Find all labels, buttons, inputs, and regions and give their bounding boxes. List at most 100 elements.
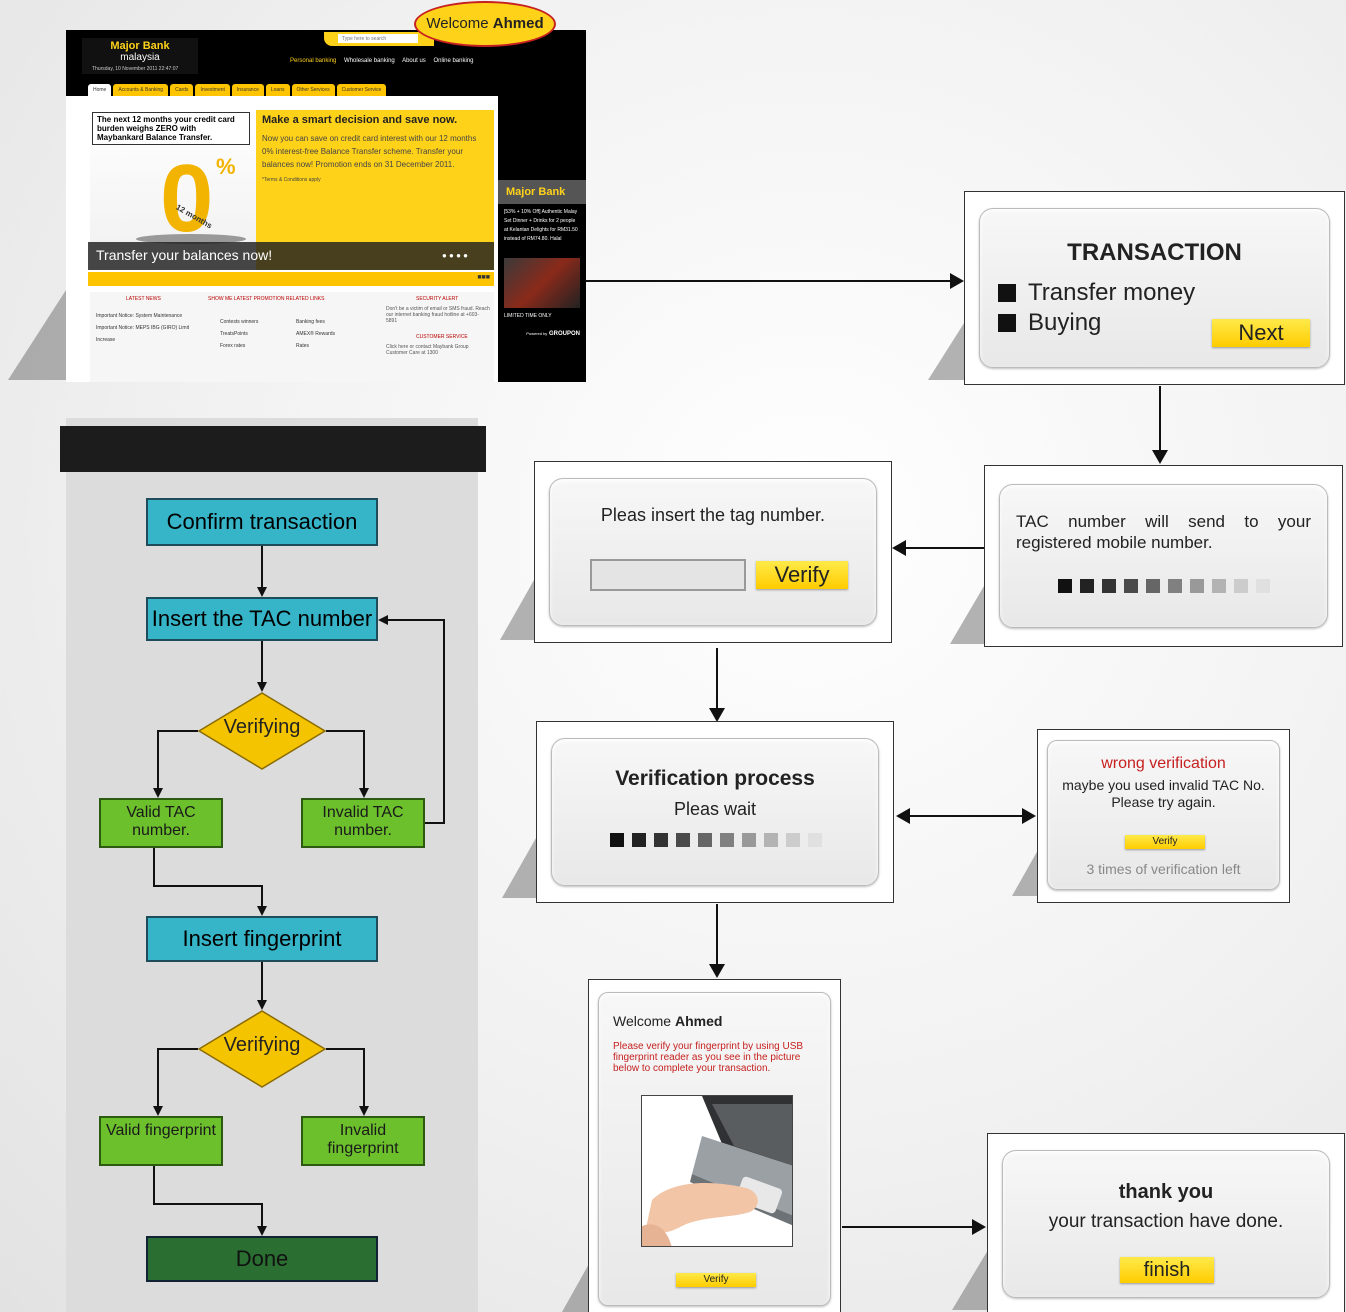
flow-done: Done	[146, 1236, 378, 1282]
news-item[interactable]: Important Notice: MEPS IBG (GIRO) Limit …	[96, 325, 190, 343]
transaction-title: TRANSACTION	[1067, 239, 1242, 266]
diamond-label: Verifying	[223, 716, 301, 738]
welcome-user-badge: Welcome Ahmed	[414, 1, 556, 47]
fingerprint-welcome: Welcome Ahmed	[613, 1013, 722, 1029]
promo-banner[interactable]: Transfer your balances now! ● ● ● ●	[88, 242, 494, 270]
verification-process-screen: Verification process Pleas wait	[536, 721, 894, 903]
arrow-head	[950, 273, 964, 289]
flow-valid-fingerprint: Valid fingerprint	[99, 1116, 223, 1166]
show-me-panel: SHOW ME LATEST PROMOTION RELATED LINKS C…	[208, 296, 374, 352]
option-label: Transfer money	[1028, 279, 1196, 306]
current-date: Thursday, 10 November 2011 22:47:07	[92, 66, 179, 72]
tab-home[interactable]: Home	[88, 84, 112, 96]
bottom-section: LATEST NEWS Important Notice: System Mai…	[90, 292, 494, 382]
logo-title: Major Bank	[110, 40, 170, 52]
tag-number-input[interactable]	[590, 559, 746, 591]
promo-heading: Make a smart decision and save now.	[262, 114, 458, 126]
welcome-prefix: Welcome	[426, 15, 493, 32]
groupon-text: GROUPON	[548, 331, 580, 337]
option-transfer-money[interactable]: Transfer money	[998, 279, 1195, 307]
link-contest-winners[interactable]: Contests winners	[220, 319, 259, 325]
fingerprint-reader-image	[641, 1095, 793, 1247]
finish-button[interactable]: finish	[1120, 1257, 1214, 1283]
promo-box-text: The next 12 months your credit card burd…	[92, 112, 250, 145]
flowchart-header-bar	[60, 426, 486, 472]
diamond-shape	[198, 692, 326, 770]
option-buying[interactable]: Buying	[998, 309, 1101, 337]
error-title: wrong verification	[1101, 755, 1226, 772]
search-input[interactable]	[338, 34, 418, 43]
nav-about-us[interactable]: About us	[402, 58, 426, 64]
arrow-line	[716, 904, 718, 966]
thank-you-screen: thank you your transaction have done. fi…	[987, 1133, 1345, 1312]
arrow-head	[896, 808, 910, 824]
customer-service-text[interactable]: Click here or contact Maybank Group Cust…	[386, 344, 469, 356]
fingerprint-screen: Welcome Ahmed Please verify your fingerp…	[588, 979, 841, 1312]
arrow-line	[908, 815, 1024, 817]
link-banking-fees[interactable]: Banking fees	[296, 319, 325, 325]
top-navigation: Personal banking Wholesale banking About…	[290, 58, 479, 64]
nav-wholesale-banking[interactable]: Wholesale banking	[344, 58, 395, 64]
yellow-stripe: ■■■	[88, 272, 494, 286]
fingerprint-instruction: Please verify your fingerprint by using …	[613, 1041, 804, 1074]
side-text: [53% + 10% Off] Authentic Malay Set Dinn…	[504, 209, 578, 242]
verification-subtitle: Pleas wait	[673, 799, 757, 819]
fingerprint-verify-button[interactable]: Verify	[676, 1273, 756, 1287]
welcome-name: Ahmed	[674, 1013, 723, 1029]
latest-news: LATEST NEWS Important Notice: System Mai…	[96, 296, 192, 346]
main-tabs: Home Accounts & Banking Cards Investment…	[88, 84, 387, 96]
bank-logo[interactable]: Major Bank malaysia	[82, 38, 198, 74]
arrow-head	[709, 964, 725, 978]
arrow-line	[586, 280, 954, 282]
bank-website-screenshot: Major Bank malaysia Thursday, 10 Novembe…	[66, 30, 586, 382]
link-treatspoints[interactable]: TreatsPoints	[220, 331, 248, 337]
tab-cards[interactable]: Cards	[170, 84, 194, 96]
diamond-label: Verifying	[223, 1034, 301, 1056]
flow-valid-tac: Valid TAC number.	[99, 798, 223, 848]
arrow-line	[716, 648, 718, 710]
promo-text: Now you can save on credit card interest…	[262, 134, 477, 169]
diamond-shape	[198, 1010, 326, 1088]
arrow-line	[1159, 386, 1161, 452]
checkbox-icon	[998, 284, 1016, 302]
nav-online-banking[interactable]: Online banking	[433, 58, 474, 64]
carousel-dots[interactable]: ● ● ● ●	[442, 251, 468, 260]
promo-terms[interactable]: *Terms & Conditions apply	[262, 177, 321, 183]
arrow-head	[709, 708, 725, 722]
welcome-name: Ahmed	[492, 15, 544, 32]
tab-accounts-banking[interactable]: Accounts & Banking	[113, 84, 169, 96]
tac-screen: TAC number will send to your registered …	[984, 465, 1343, 647]
side-deal[interactable]: Major Bank [53% + 10% Off] Authentic Mal…	[498, 180, 586, 380]
social-icons[interactable]: ■■■	[477, 274, 490, 281]
link-amex-rewards[interactable]: AMEX® Rewards	[296, 331, 335, 337]
tab-other-services[interactable]: Other Services	[291, 84, 335, 96]
verification-title: Verification process	[615, 767, 815, 790]
link-forex-rates[interactable]: Forex rates	[220, 343, 246, 349]
tab-customer-service[interactable]: Customer Service	[336, 84, 387, 96]
flow-invalid-fingerprint: Invalid fingerprint	[301, 1116, 425, 1166]
arrow-line	[842, 1226, 976, 1228]
tag-number-screen: Pleas insert the tag number. Verify	[534, 461, 892, 643]
verify-button[interactable]: Verify	[756, 561, 848, 589]
arrow-line	[906, 547, 984, 549]
tab-loans[interactable]: Loans	[265, 84, 290, 96]
link-rates[interactable]: Rates	[296, 343, 310, 349]
side-limited: LIMITED TIME ONLY	[504, 313, 552, 319]
wrong-verification-screen: wrong verification maybe you used invali…	[1037, 729, 1290, 903]
tac-message: TAC number will send to your registered …	[1016, 512, 1311, 552]
tab-insurance[interactable]: Insurance	[231, 84, 264, 96]
security-text: Don't be a victim of email or SMS fraud.…	[386, 306, 490, 324]
show-me-tabs[interactable]: SHOW ME LATEST PROMOTION RELATED LINKS	[208, 296, 325, 302]
flow-verifying-tac: Verifying	[198, 692, 326, 770]
nav-personal-banking[interactable]: Personal banking	[290, 58, 337, 64]
transaction-screen: TRANSACTION Transfer money Buying Next	[964, 191, 1345, 385]
retry-verify-button[interactable]: Verify	[1125, 835, 1205, 849]
search-bar	[324, 32, 434, 46]
tab-investment[interactable]: Investment	[195, 84, 230, 96]
promo-percent: %	[216, 154, 236, 179]
welcome-prefix: Welcome	[613, 1013, 675, 1029]
news-item[interactable]: Important Notice: System Maintenance	[96, 313, 183, 319]
next-button[interactable]: Next	[1212, 319, 1310, 347]
security-title: SECURITY ALERT	[416, 296, 459, 302]
banner-text: Transfer your balances now!	[96, 247, 273, 263]
